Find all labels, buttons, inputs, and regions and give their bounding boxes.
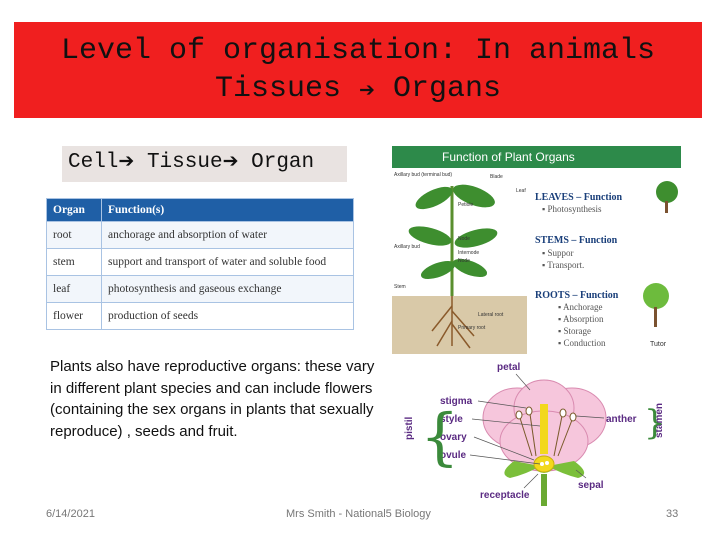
figure-heading-bar xyxy=(392,146,681,168)
stamen-brace-icon: } xyxy=(644,403,666,443)
label-leaf: Leaf xyxy=(516,188,526,194)
label-primary-root: Primary root xyxy=(458,325,486,331)
anther-icon xyxy=(515,406,577,422)
organ-function-table: Organ Function(s) root anchorage and abs… xyxy=(46,198,354,330)
table-header-organ: Organ xyxy=(46,198,102,222)
title-organs: Organs xyxy=(392,71,501,106)
table-header-function: Function(s) xyxy=(101,198,354,222)
table-cell-organ: stem xyxy=(46,248,102,276)
label-axillary-bud: Axillary bud xyxy=(394,244,420,250)
flow-organ: Organ xyxy=(251,151,315,174)
table-row: root anchorage and absorption of water xyxy=(46,221,354,249)
label-node: Node xyxy=(458,236,470,242)
label-sepal: sepal xyxy=(578,480,604,491)
arrow-icon: ➔ xyxy=(118,150,135,172)
table-cell-organ: root xyxy=(46,221,102,249)
footer-date: 6/14/2021 xyxy=(46,508,95,520)
label-ovule: ovule xyxy=(440,450,467,461)
pistil-icon xyxy=(540,404,548,454)
label-stigma: stigma xyxy=(440,396,473,407)
leaf-icon xyxy=(408,184,498,280)
table-cell-function: anchorage and absorption of water xyxy=(101,221,354,249)
stems-function-item: ▪ Transport. xyxy=(542,260,584,270)
label-pistil: pistil xyxy=(404,416,415,440)
label-ovary: ovary xyxy=(440,432,467,443)
leader-lines xyxy=(469,373,605,489)
arrow-icon: ➔ xyxy=(359,78,375,101)
label-receptacle: receptacle xyxy=(480,490,530,501)
plant-organs-figure: Function of Plant Organs Axillary bud (t… xyxy=(392,146,681,354)
table-cell-function: photosynthesis and gaseous exchange xyxy=(101,275,354,303)
stalk-icon xyxy=(541,474,547,506)
table-cell-organ: flower xyxy=(46,302,102,330)
label-internode: Internode xyxy=(458,250,479,256)
table-cell-function: support and transport of water and solub… xyxy=(101,248,354,276)
arrow-icon: ➔ xyxy=(222,150,239,172)
roots-function-item: ▪ Anchorage xyxy=(558,302,602,312)
label-stem: Stem xyxy=(394,284,406,290)
stems-function-title: STEMS – Function xyxy=(535,235,618,246)
flow-tissue: Tissue xyxy=(146,151,223,174)
label-stamen: stamen xyxy=(654,403,665,438)
footer-author: Mrs Smith - National5 Biology xyxy=(286,508,431,520)
tree-icon xyxy=(643,181,678,327)
flower-structure-figure: petal stigma style ovary ovule anther se… xyxy=(404,362,666,506)
label-petiole: Petiole xyxy=(458,202,474,208)
label-node-2: Node xyxy=(458,258,470,264)
hierarchy-text: Cell➔ Tissue➔ Organ xyxy=(68,150,314,174)
stems-function-item: ▪ Suppor xyxy=(542,248,573,258)
title-line-1: Level of organisation: In animals xyxy=(60,33,656,68)
stamen-icon xyxy=(519,413,573,457)
label-style: style xyxy=(440,414,463,425)
table-header-row: Organ Function(s) xyxy=(46,198,354,222)
table-cell-organ: leaf xyxy=(46,275,102,303)
root-icon xyxy=(431,296,475,349)
label-lateral-root: Lateral root xyxy=(478,312,504,318)
figure-heading: Function of Plant Organs xyxy=(442,150,575,164)
leaves-function-title: LEAVES – Function xyxy=(535,192,623,203)
table-cell-function: production of seeds xyxy=(101,302,354,330)
title-banner: Level of organisation: In animals Tissue… xyxy=(14,22,702,118)
roots-function-title: ROOTS – Function xyxy=(535,290,619,301)
pistil-brace-icon: { xyxy=(420,400,459,473)
label-axillary-bud-terminal: Axillary bud (terminal bud) xyxy=(394,172,452,178)
label-petal: petal xyxy=(497,362,521,373)
title-line-2: Tissues ➔ Organs xyxy=(215,70,501,109)
sepal-icon xyxy=(504,461,585,478)
flow-cell: Cell xyxy=(68,151,119,174)
table-row: flower production of seeds xyxy=(46,302,354,330)
roots-function-item: ▪ Absorption xyxy=(558,314,604,324)
title-tissues: Tissues xyxy=(214,71,342,106)
roots-function-item: ▪ Conduction xyxy=(558,338,606,348)
roots-function-item: ▪ Storage xyxy=(558,326,591,336)
label-anther: anther xyxy=(606,414,637,425)
ovule-icon xyxy=(545,461,549,465)
hierarchy-box: Cell➔ Tissue➔ Organ xyxy=(62,146,347,182)
leaves-function-item: ▪ Photosynthesis xyxy=(542,204,602,214)
ovule-icon xyxy=(540,462,544,466)
table-row: leaf photosynthesis and gaseous exchange xyxy=(46,275,354,303)
footer-page-number: 33 xyxy=(666,508,679,520)
soil-icon xyxy=(392,296,527,354)
brand-label: Tutor xyxy=(650,341,667,348)
table-row: stem support and transport of water and … xyxy=(46,248,354,276)
label-blade: Blade xyxy=(490,174,503,180)
reproductive-organs-paragraph: Plants also have reproductive organs: th… xyxy=(50,358,375,440)
